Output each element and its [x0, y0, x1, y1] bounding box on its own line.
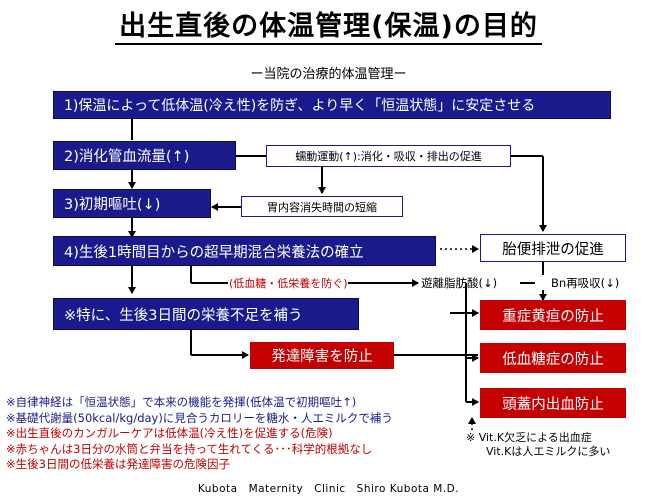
hypoglycemia-prevention-box: 低血糖症の防止 — [480, 343, 626, 373]
purpose-box-5: ※特に、生後3日間の栄養不足を補う — [53, 298, 359, 330]
footer-credit: Kubota Maternity Clinic Shiro Kubota M.D… — [197, 483, 460, 495]
vitamin-k-note-line: Vit.Kは人エミルクに多い — [486, 444, 611, 458]
note-line: ※自律神経は「恒温状態」で本来の機能を発揮(低体温で初期嘔吐↑) — [6, 395, 357, 409]
purpose-box-1: 1)保温によって低体温(冷え性)を防ぎ、より早く「恒温状態」に安定させる — [53, 91, 611, 119]
gastric-emptying-box: 胃内容消失時間の短縮 — [241, 196, 403, 217]
vitamin-k-note-line: ※ Vit.K欠乏による出血症 — [466, 431, 592, 444]
note-line: ※赤ちゃんは3日分の水筒と弁当を持って生れてくる･･･科学的根拠なし — [6, 441, 373, 456]
hypoglycemia-prevention-label: (低血糖・低栄養を防ぐ) — [229, 277, 348, 290]
page-title: 出生直後の体温管理(保温)の目的 — [0, 4, 657, 45]
notes-list: ※自律神経は「恒温状態」で本来の機能を発揮(低体温で初期嘔吐↑) ※基礎代謝量(… — [6, 395, 393, 473]
note-line: ※基礎代謝量(50kcal/kg/day)に見合うカロリーを糖水・人エミルクで補… — [6, 410, 393, 425]
purpose-box-2: 2)消化管血流量(↑) — [53, 141, 236, 170]
note-line: ※出生直後のカンガルーケアは低体温(冷え性)を促進する(危険) — [6, 426, 333, 440]
purpose-box-3: 3)初期嘔吐(↓) — [53, 189, 211, 218]
bn-reabsorption-label: Bn再吸収(↓) — [551, 276, 620, 290]
note-line: ※生後3日間の低栄養は発達障害の危険因子 — [6, 457, 230, 471]
vitamin-k-note: ※ Vit.K欠乏による出血症 Vit.Kは人エミルクに多い — [466, 431, 610, 458]
meconium-box: 胎便排泄の促進 — [480, 234, 626, 262]
subtitle: ー当院の治療的体温管理ー — [250, 67, 407, 82]
purpose-box-4: 4)生後1時間目からの超早期混合栄養法の確立 — [53, 236, 436, 266]
hemorrhage-prevention-box: 頭蓋内出血防止 — [480, 388, 626, 418]
fatty-acid-label: 遊離脂肪酸(↓) — [421, 276, 498, 290]
jaundice-prevention-box: 重症黄疸の防止 — [480, 300, 626, 330]
peristalsis-box: 蠕動運動(↑):消化・吸収・排出の促進 — [266, 145, 511, 167]
developmental-disorder-prevention-box: 発達障害を防止 — [250, 342, 394, 369]
